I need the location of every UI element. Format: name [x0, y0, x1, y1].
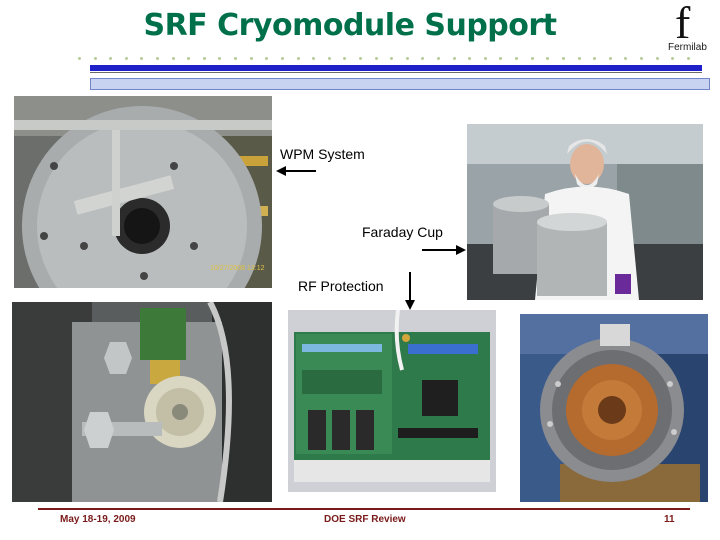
- rule-dot: [327, 56, 331, 60]
- wpm-arrow-icon: [276, 166, 316, 176]
- rule-dot: [124, 56, 128, 60]
- faraday-cup-label: Faraday Cup: [362, 224, 443, 240]
- rule-dot: [374, 56, 378, 60]
- beam-pipe-photo: [520, 314, 708, 502]
- rule-dot: [515, 56, 519, 60]
- rule-dot: [234, 56, 238, 60]
- rule-dot: [437, 56, 441, 60]
- rule-dot: [390, 56, 394, 60]
- rule-dot: [249, 56, 253, 60]
- rule-dot: [202, 56, 206, 60]
- cryomodule-photo: 10/27/2008 13:12: [14, 96, 272, 288]
- rule-dot: [483, 56, 487, 60]
- rule-dot: [546, 56, 550, 60]
- rule-dot: [452, 56, 456, 60]
- rule-dot: [577, 56, 581, 60]
- rule-dot: [140, 56, 144, 60]
- rule-dot: [530, 56, 534, 60]
- rule-dot: [218, 56, 222, 60]
- rule-dot: [296, 56, 300, 60]
- title-rule-shadow: [90, 72, 702, 73]
- footer-rule: [38, 508, 690, 510]
- rule-dot: [312, 56, 316, 60]
- rule-dot: [593, 56, 597, 60]
- rule-dot: [624, 56, 628, 60]
- fermilab-logo-text: Fermilab: [668, 42, 707, 53]
- rule-dot: [358, 56, 362, 60]
- rule-dot: [343, 56, 347, 60]
- faraday-arrow-icon: [422, 245, 466, 255]
- rule-dot: [93, 56, 97, 60]
- rf-protection-label: RF Protection: [298, 278, 384, 294]
- rule-dot: [421, 56, 425, 60]
- connector-photo: [12, 302, 272, 502]
- rule-dot: [156, 56, 160, 60]
- rule-dot: [671, 56, 675, 60]
- rule-dot: [265, 56, 269, 60]
- footer-title: DOE SRF Review: [324, 514, 406, 525]
- rule-dot: [499, 56, 503, 60]
- page-number: 11: [664, 514, 675, 525]
- slide-title: SRF Cryomodule Support: [143, 8, 557, 43]
- rule-dot: [608, 56, 612, 60]
- footer-date: May 18-19, 2009: [60, 514, 136, 525]
- rule-dot: [171, 56, 175, 60]
- rf-protection-board-photo: [288, 310, 496, 492]
- photo-timestamp: 10/27/2008 13:12: [210, 265, 265, 272]
- rule-dot: [280, 56, 284, 60]
- title-band: [90, 78, 710, 90]
- faraday-cup-photo: [467, 124, 703, 300]
- wpm-system-label: WPM System: [280, 146, 365, 162]
- rule-dot: [109, 56, 113, 60]
- rule-dot: [78, 56, 81, 60]
- dotted-rule: [78, 54, 690, 62]
- rule-dot: [405, 56, 409, 60]
- rf-arrow-icon: [405, 272, 415, 310]
- rule-dot: [468, 56, 472, 60]
- rule-dot: [655, 56, 659, 60]
- rule-dot: [686, 56, 690, 60]
- rule-dot: [639, 56, 643, 60]
- rule-dot: [187, 56, 191, 60]
- fermilab-logo-icon: f: [675, 0, 691, 48]
- rule-dot: [561, 56, 565, 60]
- title-rule: [90, 65, 702, 71]
